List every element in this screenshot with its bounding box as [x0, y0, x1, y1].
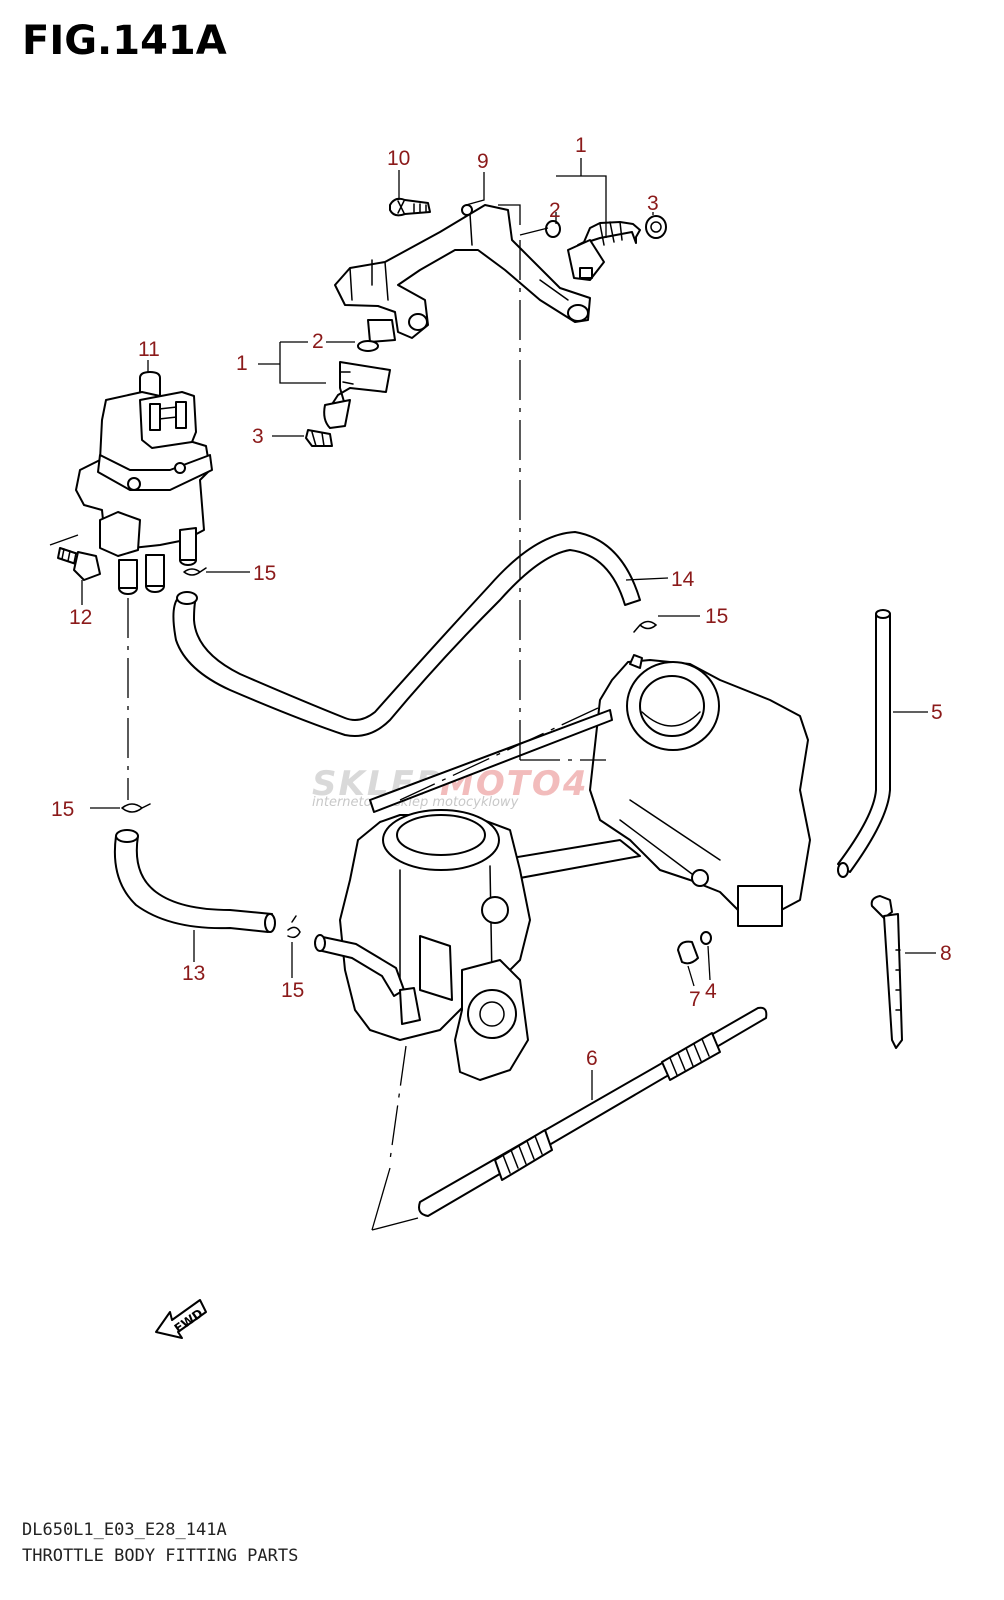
hose-14	[172, 531, 641, 737]
cable-tie-8	[870, 895, 903, 1049]
fwd-arrow: FWD	[155, 1299, 207, 1339]
callout-5: 5	[931, 701, 943, 724]
callout-10: 10	[387, 147, 410, 170]
screw-12	[57, 547, 101, 581]
hose-13	[113, 829, 276, 933]
callout-15-c: 15	[51, 798, 74, 821]
footer-caption: THROTTLE BODY FITTING PARTS	[22, 1546, 299, 1566]
parts-7-4	[677, 931, 712, 965]
leader-lines	[49, 158, 936, 1231]
callout-12: 12	[69, 606, 92, 629]
callout-2-upper: 2	[549, 199, 561, 222]
fuel-delivery-pipe	[334, 204, 591, 343]
hose-5	[837, 609, 891, 878]
callouts: 10 9 1 2 3 11 2 1 3 15 14 15 12 5 15 8 1…	[51, 134, 952, 1070]
injector-lower	[305, 340, 391, 447]
clips-15	[121, 567, 658, 939]
callout-9: 9	[477, 150, 489, 173]
isc-valve	[75, 371, 213, 595]
callout-4: 4	[705, 980, 717, 1003]
adjusting-rod-6	[418, 1006, 768, 1217]
footer-code: DL650L1_E03_E28_141A	[22, 1520, 227, 1540]
callout-15-b: 15	[705, 605, 728, 628]
callout-15-d: 15	[281, 979, 304, 1002]
reference-lines	[127, 240, 606, 1161]
callout-1-lower: 1	[236, 352, 248, 375]
callout-3-upper: 3	[647, 192, 659, 215]
bolt-10	[389, 197, 431, 217]
watermark-tagline: internetowy sklep motocyklowy	[312, 795, 519, 810]
callout-14: 14	[671, 568, 695, 591]
callout-3-lower: 3	[252, 425, 264, 448]
throttle-body	[314, 654, 811, 1081]
callout-11: 11	[138, 338, 160, 361]
callout-13: 13	[182, 962, 205, 985]
callout-2-lower: 2	[312, 330, 324, 353]
callout-8: 8	[940, 942, 952, 965]
callout-7: 7	[689, 988, 701, 1011]
figure-title: FIG.141A	[22, 18, 227, 64]
callout-15-a: 15	[253, 562, 276, 585]
callout-1-upper: 1	[575, 134, 587, 157]
callout-6: 6	[586, 1047, 598, 1070]
injector-upper	[545, 215, 667, 281]
